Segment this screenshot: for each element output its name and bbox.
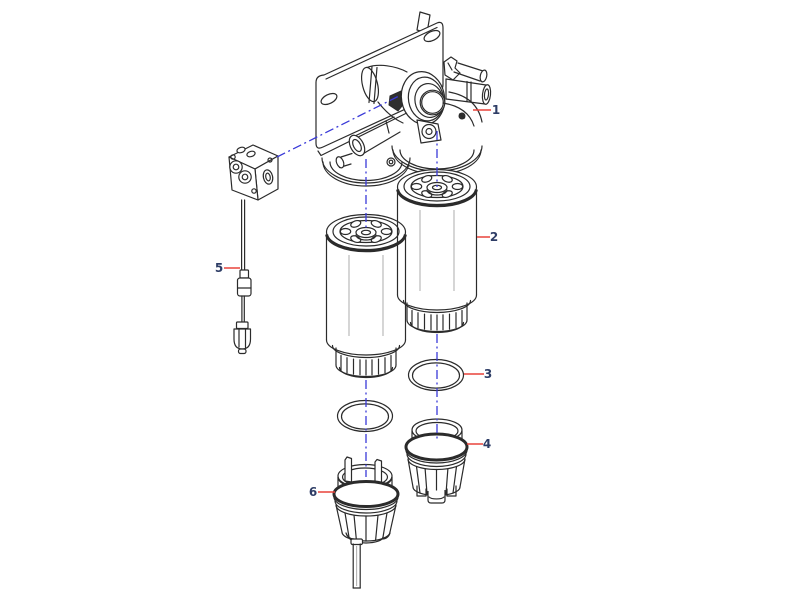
callout-label-1-filter-head-and-mounting-bracket[interactable]: 1: [492, 103, 500, 117]
centerlines: [276, 95, 438, 477]
callout-label-6-water-separator-bowl-with-drain[interactable]: 6: [309, 485, 317, 499]
filter-head-assembly: [321, 56, 492, 187]
callout-label-2-fuel-filter-cartridge[interactable]: 2: [490, 230, 498, 244]
assembly-centerline-1: [276, 95, 400, 158]
drain-tube: [352, 543, 361, 589]
callouts: 1 2 3 4 5 6: [215, 103, 500, 499]
callout-label-4-separator-collar[interactable]: 4: [483, 437, 491, 451]
water-separator-bowl: [332, 456, 400, 589]
fuel-filter-right: [396, 168, 478, 334]
callout-label-5-sensor-harness[interactable]: 5: [215, 261, 223, 275]
o-ring-left: [336, 399, 394, 433]
drain-fitting: [350, 538, 364, 546]
callout-label-3-o-ring-seal[interactable]: 3: [484, 367, 492, 381]
fuel-filter-left: [325, 213, 407, 379]
sensor-harness: [228, 144, 279, 355]
o-ring-right: [407, 358, 465, 392]
